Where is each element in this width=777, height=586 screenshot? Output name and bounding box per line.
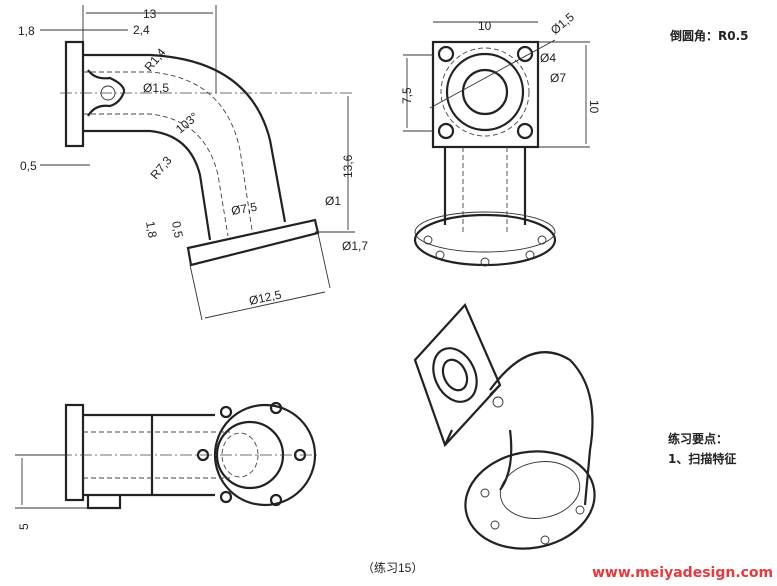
dim-10-height: 10 [587,100,601,114]
dim-dia-7-5: Ø7,5 [230,200,258,218]
dim-dia-1-5-hole: Ø1,5 [548,10,577,38]
dim-r7-3: R7,3 [148,153,175,182]
dim-angle-103: 103° [173,109,201,136]
dim-2-4: 2,4 [133,23,150,37]
dim-10-width: 10 [478,19,492,33]
side-view: 5 [15,401,320,530]
dim-dia-1-5: Ø1,5 [143,81,169,95]
dim-13-6: 13,6 [341,154,355,178]
dim-dia-4: Ø4 [540,51,556,65]
dim-dia-12-5: Ø12,5 [248,287,283,308]
key-point-1: 1、扫描特征 [668,451,736,466]
dim-13: 13 [143,7,157,21]
dim-dia-1-7: Ø1,7 [342,239,368,253]
dim-0-5: 0,5 [20,159,37,173]
dim-dia-7: Ø7 [550,71,566,85]
caption: （练习15） [362,560,423,575]
dim-1-8: 1,8 [18,24,35,38]
dim-dia-1: Ø1 [325,194,341,208]
watermark: www.meiyadesign.com [592,565,773,581]
dim-0-5-b: 0,5 [169,220,186,239]
top-view: 10 Ø1,5 Ø4 Ø7 7,5 10 [400,10,601,267]
dim-r1-4: R1,4 [142,45,169,74]
dim-1-8-b: 1,8 [143,220,160,239]
dim-7-5: 7,5 [400,87,414,104]
fillet-note: 倒圆角：R0.5 [669,28,749,43]
key-points-title: 练习要点： [668,431,728,446]
dim-5: 5 [17,523,31,530]
isometric-view [413,303,596,550]
front-view: 13 1,8 2,4 R1,4 Ø1,5 103° R7,3 0,5 13,6 … [18,5,368,321]
